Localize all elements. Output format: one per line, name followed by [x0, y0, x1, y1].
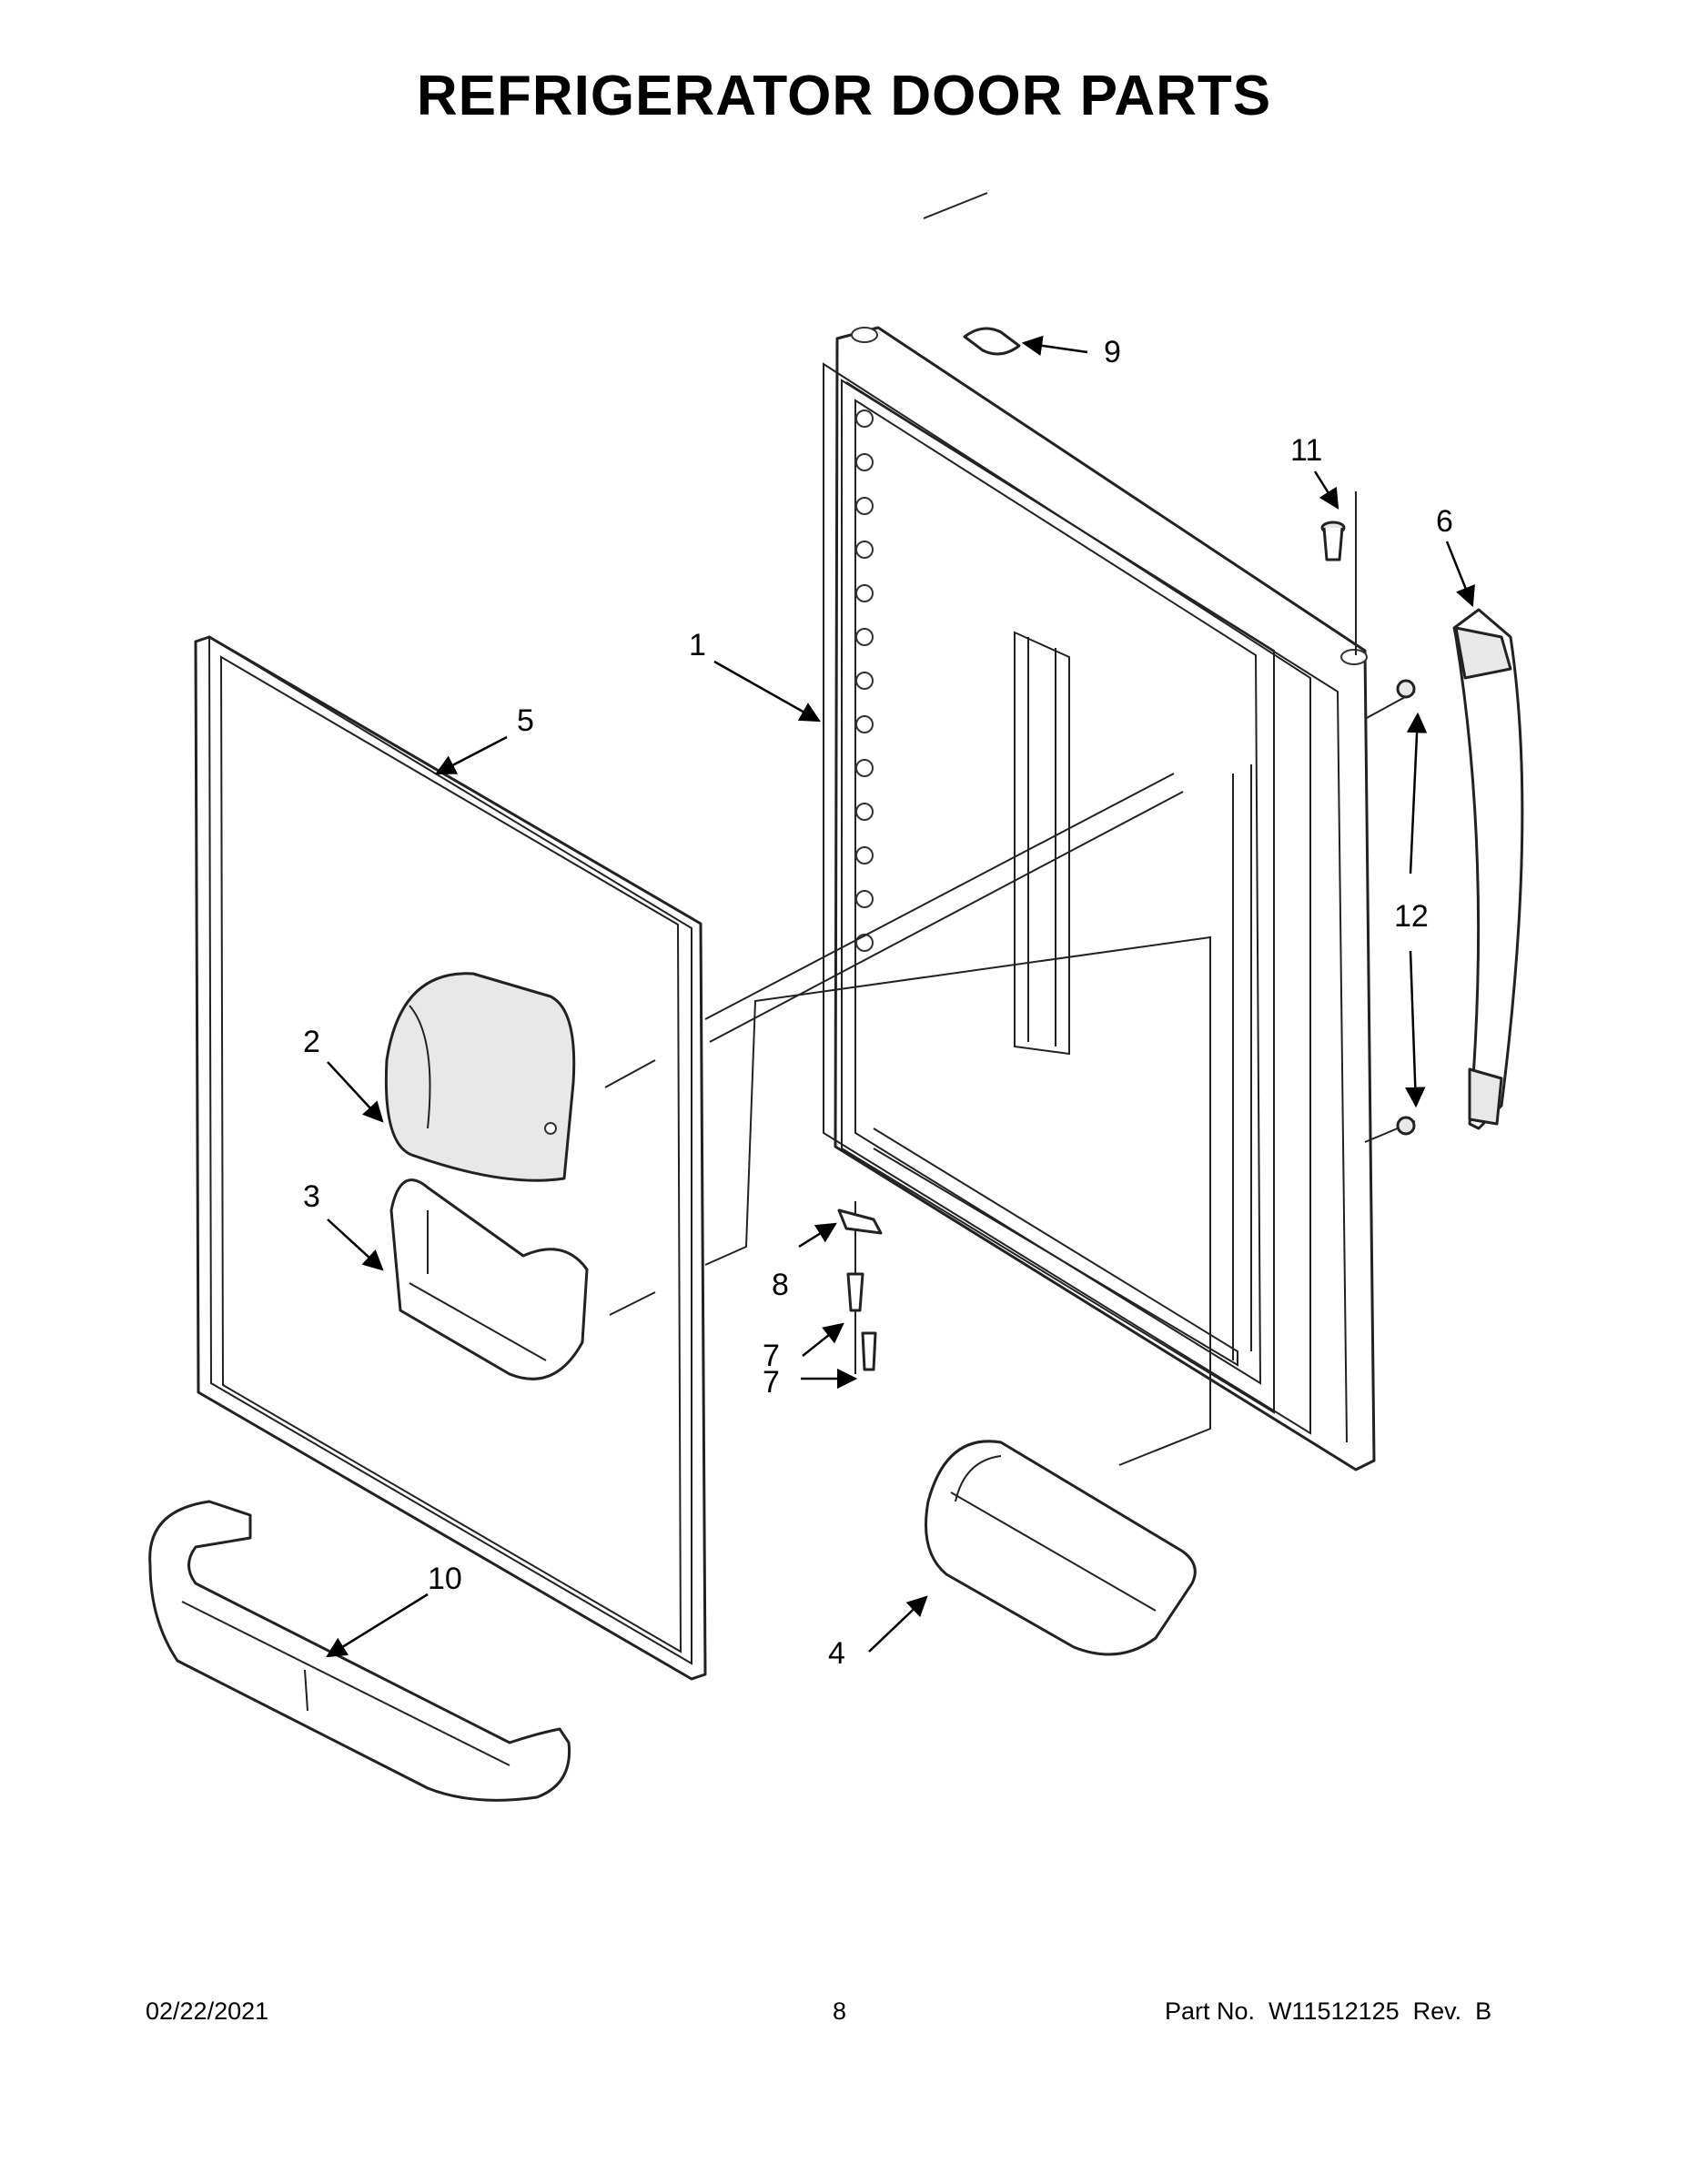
screw-lower [861, 1331, 877, 1371]
dispenser-cover [384, 972, 576, 1182]
door-bin [925, 1440, 1197, 1656]
callout-5: 5 [517, 703, 534, 738]
callout-9: 9 [1104, 335, 1121, 369]
callout-7-upper: 7 [763, 1339, 780, 1373]
callout-4: 4 [828, 1636, 845, 1671]
handle-stud-lower [1396, 1116, 1416, 1136]
hinge-bracket [837, 1208, 883, 1235]
door-handle [1452, 608, 1524, 1130]
dispenser-tray [389, 1178, 589, 1380]
hinge-shim [963, 327, 1021, 356]
callout-2: 2 [303, 1025, 320, 1059]
callout-11: 11 [1290, 433, 1323, 468]
callout-12: 12 [1394, 899, 1429, 934]
footer-part-number: Part No. W11512125 Rev. B [1165, 1997, 1492, 2025]
callout-6: 6 [1436, 504, 1453, 539]
shelf-rail-holes [855, 410, 874, 952]
callout-8: 8 [772, 1268, 789, 1302]
callout-7-lower: 7 [763, 1365, 780, 1400]
callout-1: 1 [689, 628, 706, 662]
callout-arrows [326, 335, 1475, 1658]
footer-date: 02/22/2021 [146, 1997, 269, 2025]
callout-10: 10 [428, 1562, 462, 1596]
screw-upper [846, 1272, 864, 1312]
page-title: REFRIGERATOR DOOR PARTS [416, 65, 1272, 127]
lower-door-rail [148, 1500, 571, 1802]
handle-stud-upper [1396, 679, 1416, 699]
callout-3: 3 [303, 1179, 320, 1214]
footer-page-number: 8 [833, 1997, 847, 2025]
door-inner-liner [823, 326, 1376, 1471]
